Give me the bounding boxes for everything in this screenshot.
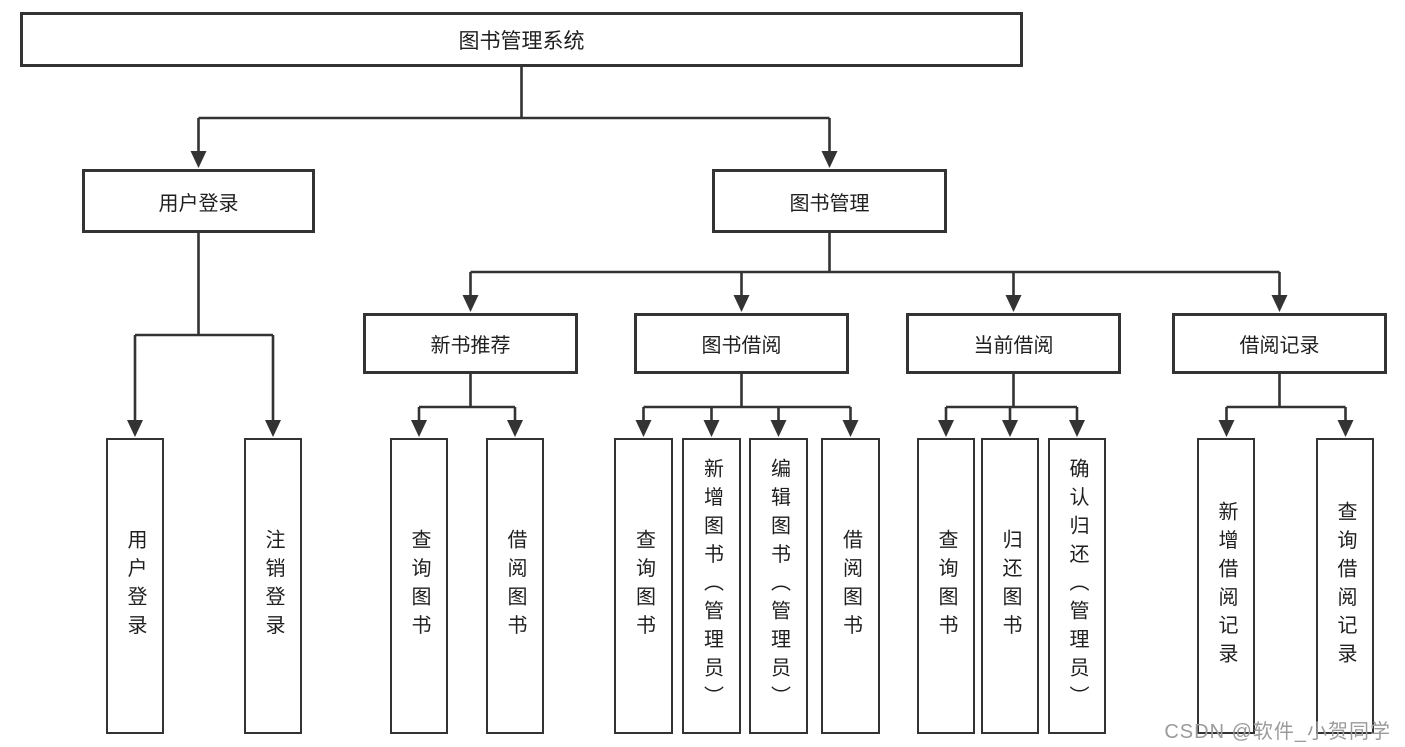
node-label: 借阅图书 [504,529,526,643]
node-label: 归还图书 [999,529,1021,643]
node-book-management: 图书管理 [712,169,947,233]
node-label: 借阅记录 [1239,335,1320,357]
node-logout: 注销登录 [244,438,302,734]
node-query-books-2: 查询图书 [614,438,673,734]
node-confirm-return-admin: 确认归还（管理员） [1048,438,1106,734]
node-borrow-records: 借阅记录 [1172,313,1387,374]
node-label: 借阅图书 [839,529,862,643]
node-label: 确认归还（管理员） [1066,458,1088,714]
node-new-book-recommend: 新书推荐 [363,313,578,374]
node-user-login: 用户登录 [82,169,315,233]
node-label: 查询图书 [935,529,957,643]
node-add-books-admin: 新增图书（管理员） [682,438,741,734]
node-library-management-system: 图书管理系统 [20,12,1023,67]
csdn-watermark: CSDN @软件_小贺同学 [1164,721,1391,743]
node-label: 新增借阅记录 [1215,500,1237,672]
node-label: 用户登录 [158,192,239,215]
node-borrow-books-1: 借阅图书 [486,438,544,734]
node-borrow-books-2: 借阅图书 [821,438,880,734]
node-edit-books-admin: 编辑图书（管理员） [749,438,808,734]
node-label: 编辑图书（管理员） [767,458,790,714]
node-label: 查询图书 [632,529,655,643]
node-label: 当前借阅 [973,335,1054,357]
node-current-borrow: 当前借阅 [906,313,1121,374]
node-label: 注销登录 [262,529,284,643]
node-user-login-leaf: 用户登录 [106,438,164,734]
node-add-borrow-record: 新增借阅记录 [1197,438,1255,734]
node-label: 图书管理 [789,192,870,215]
node-label: 查询借阅记录 [1334,500,1356,672]
node-label: 查询图书 [408,529,430,643]
node-query-borrow-record: 查询借阅记录 [1316,438,1374,734]
node-label: 新书推荐 [430,335,511,357]
node-book-borrow: 图书借阅 [634,313,849,374]
node-query-books-3: 查询图书 [917,438,975,734]
node-query-books-1: 查询图书 [390,438,448,734]
node-label: 新增图书（管理员） [700,458,723,714]
node-return-books: 归还图书 [981,438,1039,734]
node-label: 用户登录 [124,529,146,643]
node-label: 图书管理系统 [458,29,585,53]
node-label: 图书借阅 [701,335,782,357]
